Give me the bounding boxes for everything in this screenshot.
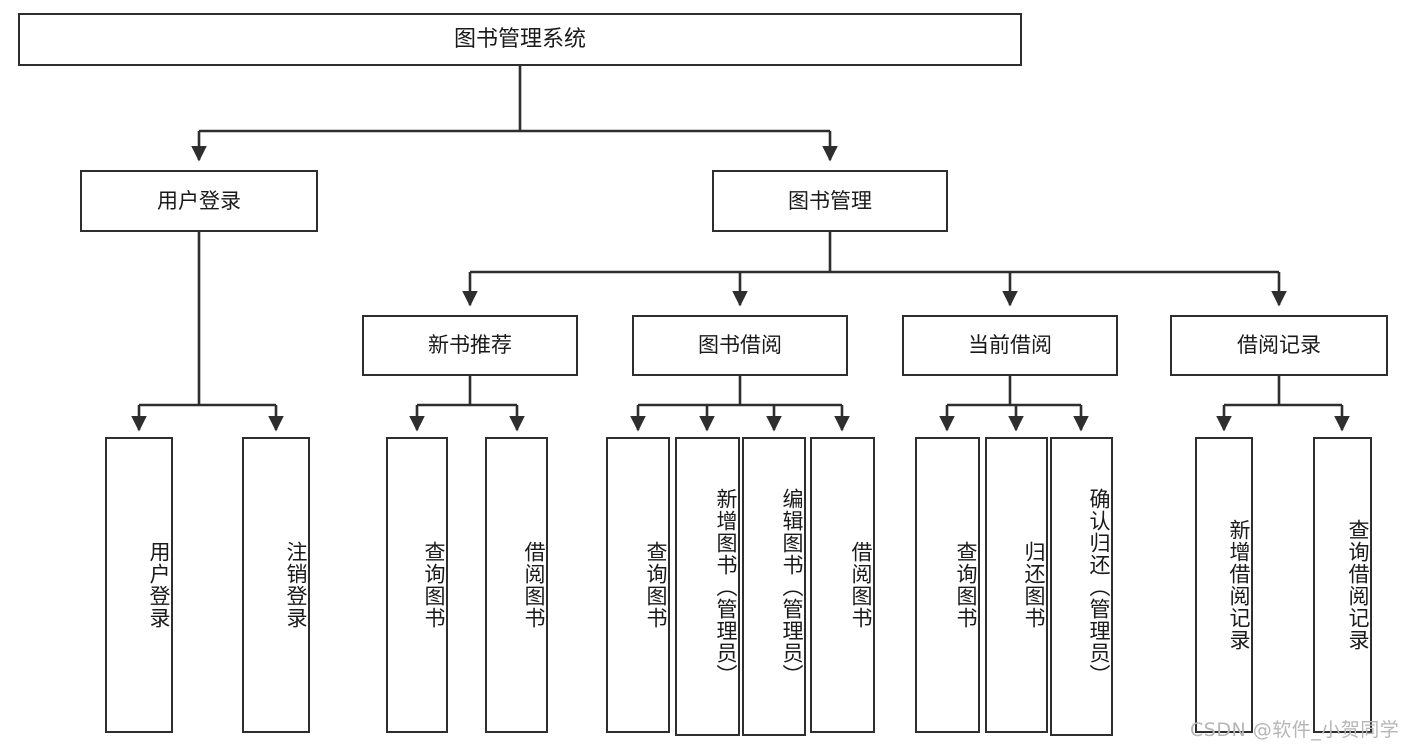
leaf-current-confirm-return[interactable]: 确认归还（管理员）	[1050, 437, 1113, 736]
node-user-login[interactable]: 用户登录	[80, 170, 318, 232]
leaf-record-add-record-label: 新增借阅记录	[1227, 519, 1251, 651]
leaf-borrow-query-book[interactable]: 查询图书	[606, 437, 670, 733]
leaf-recommend-borrow-book[interactable]: 借阅图书	[485, 437, 548, 733]
leaf-current-confirm-return-label: 确认归还（管理员）	[1087, 487, 1111, 686]
leaf-recommend-borrow-book-label: 借阅图书	[522, 541, 546, 629]
leaf-borrow-edit-book[interactable]: 编辑图书（管理员）	[742, 437, 806, 736]
node-book-borrow-label: 图书借阅	[698, 333, 782, 358]
leaf-current-return-book-label: 归还图书	[1022, 541, 1046, 629]
leaf-record-query-record-label: 查询借阅记录	[1346, 519, 1370, 651]
node-current-borrow-label: 当前借阅	[968, 333, 1052, 358]
leaf-user-logout[interactable]: 注销登录	[242, 437, 310, 733]
csdn-watermark: CSDN @软件_小贺同学	[1190, 719, 1400, 741]
node-book-borrow[interactable]: 图书借阅	[632, 315, 848, 376]
leaf-recommend-query-book[interactable]: 查询图书	[386, 437, 448, 733]
leaf-user-login[interactable]: 用户登录	[105, 437, 173, 733]
node-borrow-record-label: 借阅记录	[1237, 333, 1321, 358]
leaf-borrow-query-book-label: 查询图书	[644, 541, 668, 629]
leaf-record-add-record[interactable]: 新增借阅记录	[1195, 437, 1253, 733]
leaf-record-query-record[interactable]: 查询借阅记录	[1313, 437, 1372, 733]
node-new-book-recommend[interactable]: 新书推荐	[362, 315, 578, 376]
node-new-book-recommend-label: 新书推荐	[428, 333, 512, 358]
node-root-label: 图书管理系统	[453, 26, 586, 52]
leaf-current-query-book-label: 查询图书	[954, 541, 978, 629]
node-borrow-record[interactable]: 借阅记录	[1170, 315, 1388, 376]
leaf-borrow-add-book[interactable]: 新增图书（管理员）	[675, 437, 740, 736]
leaf-borrow-add-book-label: 新增图书（管理员）	[714, 487, 738, 686]
node-current-borrow[interactable]: 当前借阅	[902, 315, 1118, 376]
leaf-recommend-query-book-label: 查询图书	[422, 541, 446, 629]
node-user-login-label: 用户登录	[157, 188, 241, 213]
node-root[interactable]: 图书管理系统	[18, 13, 1022, 66]
leaf-user-logout-label: 注销登录	[284, 541, 308, 629]
node-book-management[interactable]: 图书管理	[712, 170, 948, 232]
leaf-borrow-edit-book-label: 编辑图书（管理员）	[780, 487, 804, 686]
leaf-current-return-book[interactable]: 归还图书	[985, 437, 1048, 733]
leaf-borrow-borrow-book-label: 借阅图书	[849, 541, 873, 629]
leaf-current-query-book[interactable]: 查询图书	[915, 437, 980, 733]
node-book-management-label: 图书管理	[788, 188, 872, 213]
leaf-user-login-label: 用户登录	[147, 541, 171, 629]
leaf-borrow-borrow-book[interactable]: 借阅图书	[810, 437, 875, 733]
